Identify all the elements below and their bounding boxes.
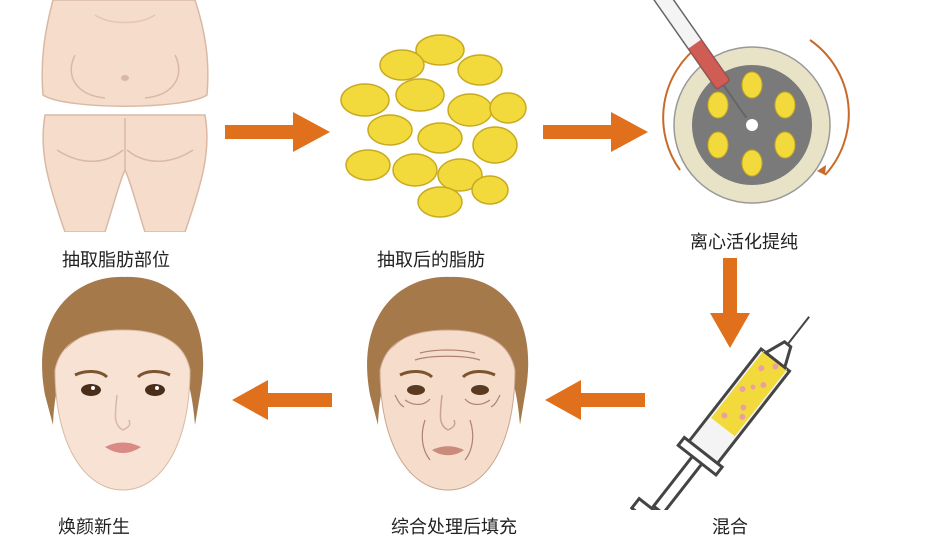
step-1-body-illustration <box>35 0 215 232</box>
step-3-label: 离心活化提纯 <box>690 232 798 253</box>
step-2-label: 抽取后的脂肪 <box>377 250 485 271</box>
step-5-label: 综合处理后填充 <box>391 517 517 538</box>
step-4-syringe-illustration <box>630 315 850 510</box>
arrow-left-icon <box>232 380 332 420</box>
step-6-young-face-illustration <box>25 275 215 495</box>
step-4-label: 混合 <box>712 517 748 538</box>
arrow-right-icon <box>543 112 648 152</box>
step-6-label: 焕颜新生 <box>58 517 130 538</box>
step-2-fat-illustration <box>330 30 530 220</box>
step-5-aged-face-illustration <box>350 275 540 495</box>
arrow-left-icon <box>545 380 645 420</box>
arrow-right-icon <box>225 112 330 152</box>
step-1-label: 抽取脂肪部位 <box>62 250 170 271</box>
step-3-centrifuge-illustration <box>640 0 860 225</box>
arrow-down-icon <box>710 258 750 348</box>
